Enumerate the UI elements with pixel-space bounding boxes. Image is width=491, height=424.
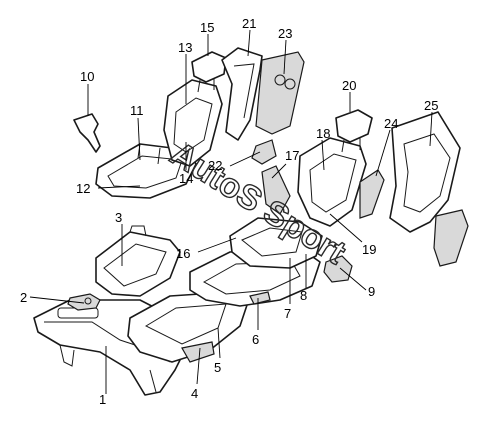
callout-label-24: 24 [384,116,398,131]
callout-17: 17 [271,148,299,179]
leader-line-21 [247,29,251,57]
callout-5: 5 [214,327,221,375]
leader-line-12 [97,185,141,189]
callout-22: 22 [208,151,261,173]
callout-8: 8 [300,254,307,303]
leader-line-19 [329,213,363,243]
callout-19: 19 [329,213,376,257]
leader-line-25 [429,111,433,147]
leader-line-22 [229,151,261,167]
callout-9: 9 [339,267,375,299]
callout-label-2: 2 [20,290,27,305]
callout-label-18: 18 [316,126,330,141]
leader-line-24 [375,129,391,177]
callout-label-9: 9 [368,284,375,299]
callout-label-3: 3 [115,210,122,225]
part-9-clip [323,255,353,283]
callout-13: 13 [178,40,192,104]
part-17-side-trim [261,165,291,215]
callout-12: 12 [76,181,141,196]
callout-label-15: 15 [200,20,214,35]
part-23-panel [255,51,305,135]
leader-line-9 [339,267,367,291]
part-4-5-lower-rail [127,291,249,363]
part-10-hook [73,113,101,153]
callout-label-22: 22 [208,158,222,173]
callout-label-11: 11 [130,103,144,118]
callout-label-25: 25 [424,98,438,113]
leader-line-2 [29,296,85,304]
callout-14: 14 [179,142,193,186]
callout-15: 15 [200,20,214,56]
callout-4: 4 [191,347,201,401]
callout-label-23: 23 [278,26,292,41]
part-21-back-frame [221,47,263,141]
leader-line-17 [271,163,287,179]
part-15-headrest [191,51,227,93]
callout-label-1: 1 [99,392,106,407]
callout-label-5: 5 [214,360,221,375]
callout-label-12: 12 [76,181,90,196]
leader-line-18 [321,139,325,171]
callout-3: 3 [115,210,123,266]
callout-20: 20 [342,78,356,112]
leader-line-4 [196,347,201,385]
callout-label-17: 17 [285,148,299,163]
callout-21: 21 [242,16,256,57]
leader-line-16 [197,237,237,253]
part-16-cushion [229,217,323,269]
callout-label-6: 6 [252,332,259,347]
callout-label-16: 16 [176,246,190,261]
callout-label-14: 14 [179,171,193,186]
callout-18: 18 [316,126,330,171]
callout-label-10: 10 [80,69,94,84]
callout-label-13: 13 [178,40,192,55]
callout-6: 6 [252,298,259,347]
part-18-19-right-back [297,137,367,227]
callout-label-8: 8 [300,288,307,303]
part-2-bracket [67,293,101,311]
part-22-bracket [251,139,277,165]
callout-label-4: 4 [191,386,198,401]
callout-1: 1 [99,346,107,407]
callout-23: 23 [278,26,292,75]
callout-10: 10 [80,69,94,116]
callout-24: 24 [375,116,398,177]
callout-25: 25 [424,98,438,147]
leader-line-23 [283,39,287,75]
callout-label-20: 20 [342,78,356,93]
callout-label-19: 19 [362,242,376,257]
part-20-headrest [335,109,373,153]
callout-label-7: 7 [284,306,291,321]
part-3-cushion-frame [95,225,181,297]
callout-16: 16 [176,237,237,261]
part-25-back-frame [389,111,469,267]
part-24-side-trim [359,169,385,219]
callout-7: 7 [284,258,291,321]
callout-11: 11 [130,103,144,161]
callout-label-21: 21 [242,16,256,31]
leader-line-5 [217,327,221,359]
leader-line-11 [137,117,141,161]
callout-2: 2 [20,290,85,305]
